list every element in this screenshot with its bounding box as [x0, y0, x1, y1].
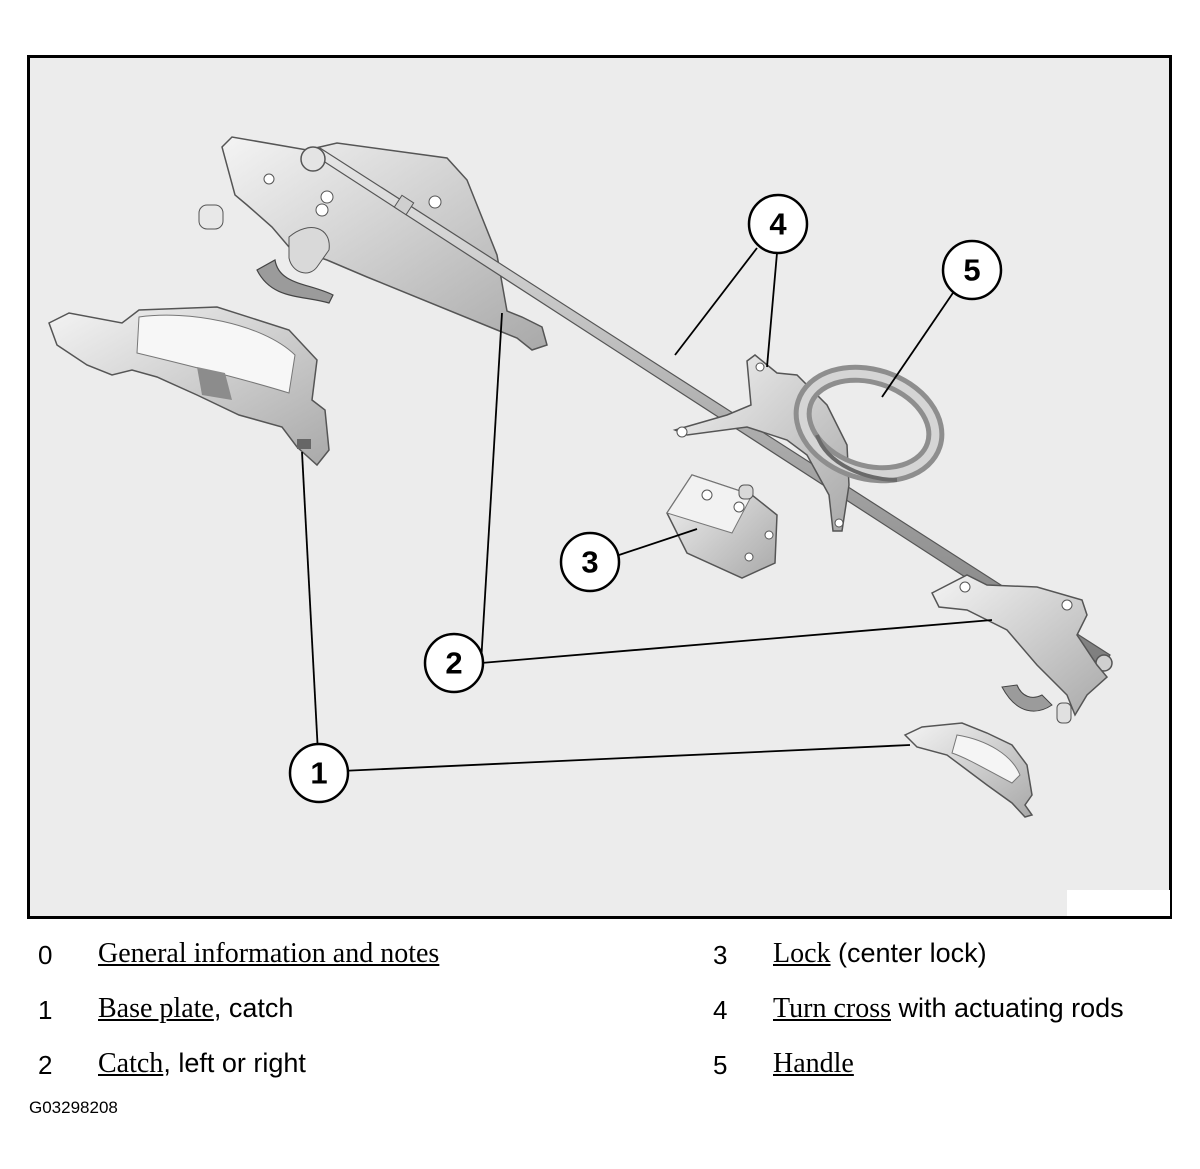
callout-2: 2 — [423, 632, 485, 694]
leader-lines — [301, 247, 993, 773]
handle-link[interactable]: Handle — [773, 1048, 854, 1079]
legend-number: 2 — [38, 1050, 53, 1080]
base-plate-left — [48, 306, 330, 467]
catch-left — [198, 136, 548, 351]
actuating-rod — [300, 146, 1113, 672]
callout-3: 3 — [559, 531, 621, 593]
legend-number: 5 — [713, 1050, 728, 1080]
figure-id: G03298208 — [29, 1098, 118, 1117]
catch-right — [930, 574, 1109, 724]
callout-5-label: 5 — [963, 253, 980, 288]
legend-text: (center lock) — [830, 938, 987, 968]
figure-corner-blank — [1067, 890, 1170, 916]
callout-4-label: 4 — [769, 207, 787, 242]
legend-number: 1 — [38, 995, 53, 1025]
handle — [793, 364, 945, 484]
catch-link[interactable]: Catch — [98, 1048, 164, 1079]
legend-text: , catch — [213, 993, 294, 1023]
legend-text: with actuating rods — [891, 993, 1124, 1023]
callout-3-label: 3 — [581, 545, 598, 580]
center-lock — [666, 474, 778, 579]
callout-5: 5 — [941, 239, 1003, 301]
legend-text: , left or right — [163, 1048, 306, 1078]
base-plate-link[interactable]: Base plate — [98, 993, 214, 1024]
callout-2-label: 2 — [445, 646, 462, 681]
callout-1-label: 1 — [310, 756, 327, 791]
legend-number: 3 — [713, 940, 728, 970]
legend-number: 4 — [713, 995, 728, 1025]
exploded-diagram: 4 5 3 2 1 — [27, 55, 1172, 919]
lock-link[interactable]: Lock — [773, 938, 831, 969]
turn-cross-link[interactable]: Turn cross — [773, 993, 891, 1024]
legend-number: 0 — [38, 940, 53, 970]
callout-1: 1 — [288, 742, 350, 804]
base-plate-right — [903, 722, 1034, 818]
general-information-link[interactable]: General information and notes — [98, 938, 440, 969]
callout-4: 4 — [747, 193, 809, 255]
